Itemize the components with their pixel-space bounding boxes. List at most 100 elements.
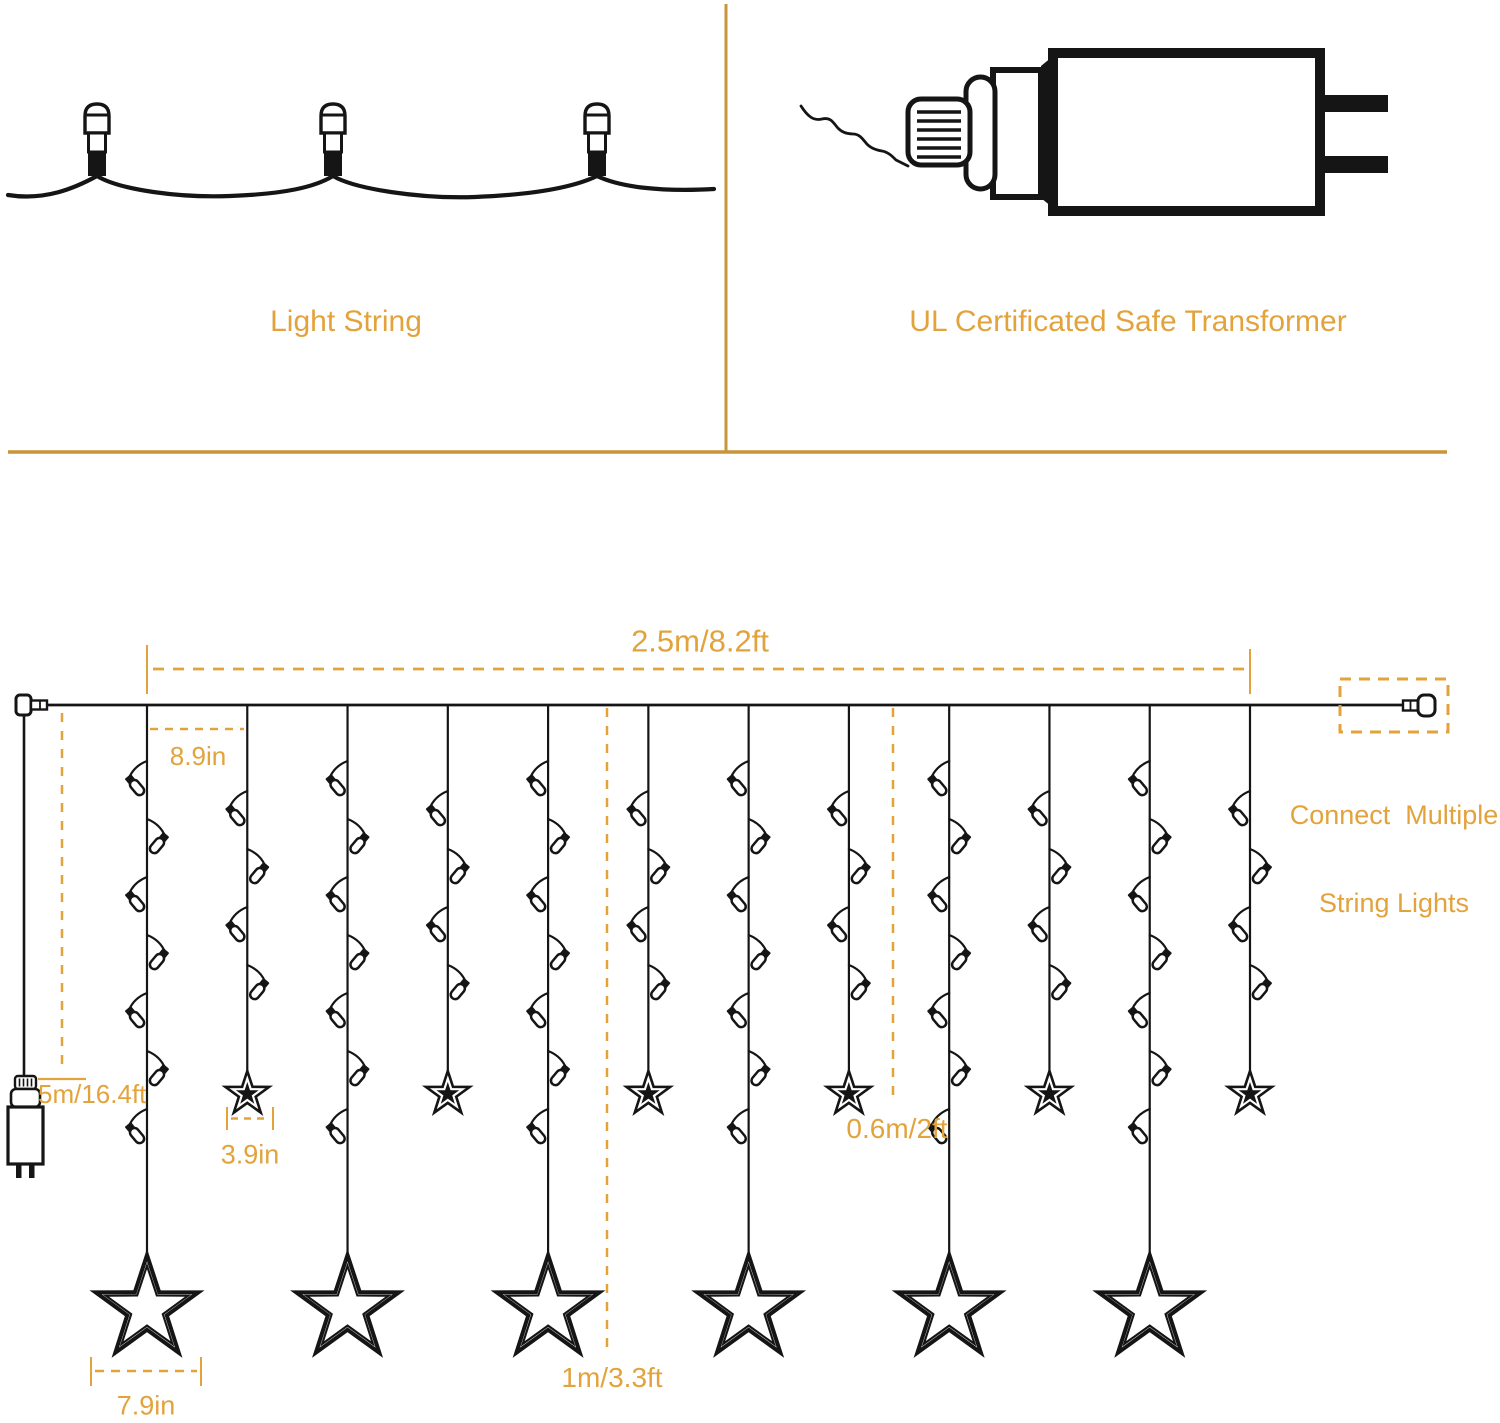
led-bulb bbox=[546, 1049, 571, 1087]
led-bulb bbox=[747, 817, 771, 855]
led-bulb bbox=[927, 875, 951, 913]
led-bulb bbox=[1048, 847, 1072, 885]
led-bulb bbox=[145, 933, 169, 971]
led-bulb bbox=[446, 963, 470, 1001]
led-bulb bbox=[526, 759, 550, 797]
led-bulb bbox=[325, 759, 349, 797]
led-bulb bbox=[726, 875, 750, 913]
led-bulb bbox=[246, 963, 270, 1001]
transformer-body bbox=[1048, 48, 1325, 216]
led-bulb bbox=[546, 817, 571, 855]
led-bulb bbox=[425, 905, 449, 943]
led-bulb bbox=[446, 847, 470, 885]
short-drop bbox=[1224, 705, 1276, 1116]
string-bulbs bbox=[83, 102, 611, 176]
connector-note-line1: Connect Multiple bbox=[1289, 800, 1499, 831]
curtain-lights-illustration bbox=[6, 645, 1450, 1386]
led-bulb bbox=[1228, 789, 1252, 827]
big-star-width-label: 7.9in bbox=[116, 1390, 176, 1421]
led-bulb bbox=[526, 991, 550, 1029]
led-bulb bbox=[346, 817, 370, 855]
led-bulb bbox=[927, 1107, 951, 1145]
right-connector bbox=[1338, 677, 1450, 734]
big-star bbox=[490, 1248, 606, 1358]
led-bulb bbox=[125, 759, 149, 797]
short-drop-label: 0.6m/2ft bbox=[846, 1112, 948, 1144]
led-bulb bbox=[1127, 875, 1151, 913]
plug-prong-bottom bbox=[1320, 156, 1388, 173]
led-bulb bbox=[145, 817, 169, 855]
total-width-label: 2.5m/8.2ft bbox=[631, 623, 769, 659]
led-bulb bbox=[225, 905, 249, 943]
led-bulb bbox=[526, 1107, 550, 1145]
led-bulb bbox=[125, 991, 149, 1029]
led-bulb bbox=[225, 789, 249, 827]
big-star bbox=[691, 1248, 807, 1358]
led-bulb bbox=[927, 759, 951, 797]
led-bulb bbox=[1228, 905, 1252, 943]
short-drop bbox=[221, 705, 274, 1116]
led-bulb bbox=[1048, 963, 1072, 1001]
measurement-lines bbox=[38, 645, 1251, 1386]
connector-note-line2: String Lights bbox=[1318, 887, 1470, 918]
big-star bbox=[290, 1248, 406, 1358]
led-bulb bbox=[1127, 1107, 1151, 1145]
light-string-illustration bbox=[5, 102, 717, 200]
led-bulb bbox=[1027, 905, 1051, 943]
led-bulb bbox=[747, 1049, 771, 1087]
led-bulb bbox=[325, 1107, 349, 1145]
small-star-width-label: 3.9in bbox=[220, 1139, 280, 1170]
led-bulb bbox=[927, 991, 951, 1029]
led-bulb bbox=[747, 933, 771, 971]
led-bulb bbox=[125, 875, 149, 913]
long-drop-label: 1m/3.3ft bbox=[561, 1361, 663, 1393]
connector-note: Connect Multiple String Lights bbox=[1290, 743, 1499, 976]
led-bulb bbox=[826, 905, 851, 943]
led-bulb bbox=[948, 817, 972, 855]
short-drop bbox=[1023, 705, 1076, 1116]
led-bulb bbox=[847, 963, 871, 1001]
led-bulb bbox=[726, 1107, 750, 1145]
led-bulb bbox=[1248, 847, 1272, 885]
long-drop bbox=[490, 705, 606, 1358]
led-bulb bbox=[325, 991, 349, 1029]
big-star bbox=[1092, 1248, 1208, 1358]
short-drop bbox=[622, 705, 675, 1116]
drop-spacing-label: 8.9in bbox=[169, 740, 227, 771]
string-bulb-cap bbox=[319, 102, 347, 135]
transformer-cap bbox=[990, 67, 1044, 200]
light-string-caption: Light String bbox=[270, 304, 422, 338]
led-bulb bbox=[125, 1107, 149, 1145]
led-bulb bbox=[726, 991, 750, 1029]
led-bulb bbox=[526, 875, 550, 913]
short-drop bbox=[823, 705, 875, 1116]
led-bulb bbox=[847, 847, 871, 885]
transformer-illustration bbox=[799, 48, 1388, 216]
led-bulb bbox=[948, 933, 972, 971]
left-connector bbox=[14, 693, 49, 717]
led-bulb bbox=[346, 933, 370, 971]
transformer-cord bbox=[799, 104, 910, 168]
led-bulb bbox=[647, 963, 671, 1001]
long-drop bbox=[290, 705, 406, 1358]
led-bulb bbox=[1148, 817, 1172, 855]
string-bulb-cap bbox=[83, 102, 111, 135]
led-bulb bbox=[1127, 991, 1151, 1029]
led-bulb bbox=[546, 933, 571, 971]
long-drop bbox=[691, 705, 807, 1358]
led-bulb bbox=[1248, 963, 1272, 1001]
led-bulb bbox=[948, 1049, 972, 1087]
led-bulb bbox=[726, 759, 750, 797]
string-wire bbox=[5, 173, 717, 200]
lead-wire-label: 5m/16.4ft bbox=[38, 1078, 147, 1109]
string-bulb-cap bbox=[583, 102, 611, 135]
power-plug bbox=[6, 715, 45, 1178]
led-bulb bbox=[626, 789, 650, 827]
led-bulb bbox=[1148, 933, 1172, 971]
led-bulb bbox=[145, 1049, 169, 1087]
led-bulb bbox=[1127, 759, 1151, 797]
long-drop bbox=[891, 705, 1007, 1358]
plug-ridges bbox=[917, 110, 961, 159]
